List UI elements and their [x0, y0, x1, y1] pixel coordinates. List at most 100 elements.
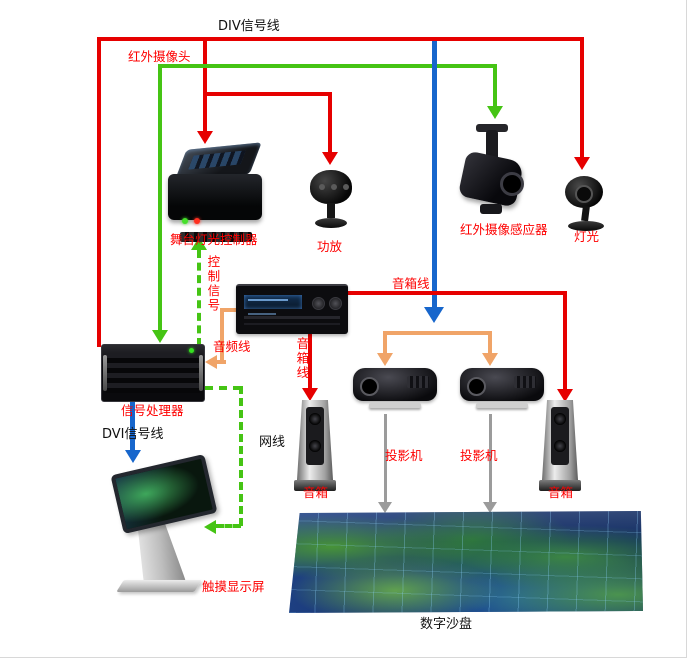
- amplifier-neck: [327, 203, 335, 218]
- device-av-receiver: [236, 284, 348, 334]
- arrow-to-sandbox-left: [378, 502, 392, 513]
- ir-sensor-mount-plate: [476, 124, 508, 132]
- projector-lens: [467, 377, 486, 396]
- light-arm: [581, 205, 590, 222]
- device-projector-right: [458, 364, 546, 414]
- arrow-network-to-touchscreen: [204, 520, 216, 534]
- ir-camera-line-to-sensor: [493, 64, 497, 108]
- signal-line-top: [97, 37, 584, 41]
- arrow-to-left-speaker: [302, 388, 318, 401]
- projector-stand: [476, 403, 528, 408]
- signal-line-to-amplifier: [328, 92, 332, 154]
- receiver-display-line: [248, 313, 276, 315]
- device-digital-sandbox: [289, 511, 643, 613]
- device-amplifier: [306, 168, 356, 234]
- arrow-to-left-projector: [377, 353, 393, 366]
- label-signal-processor: 信号处理器: [121, 403, 184, 418]
- arrow-to-right-speaker: [557, 389, 573, 402]
- receiver-display: [244, 295, 302, 315]
- label-speaker-line-left: 音箱线: [294, 337, 310, 381]
- processor-led: [189, 348, 194, 353]
- receiver-knob: [312, 297, 325, 310]
- device-stage-light-controller: [166, 142, 266, 242]
- label-stage-light-controller: 舞台灯光控制器: [170, 232, 258, 247]
- arrow-to-right-projector: [482, 353, 498, 366]
- kiosk-base: [116, 580, 202, 592]
- ir-sensor-mount-arm: [486, 130, 498, 162]
- label-div-signal-line: DIV信号线: [218, 19, 280, 34]
- receiver-slot: [244, 323, 340, 325]
- label-projector-right: 投影机: [460, 448, 498, 463]
- amplifier-head: [310, 170, 352, 204]
- projector-feed-right: [488, 331, 492, 355]
- label-dvi-signal-line: DVI信号线: [102, 427, 164, 442]
- amplifier-dot: [343, 184, 349, 190]
- projector-lens: [360, 377, 379, 396]
- ir-camera-line-to-processor: [158, 64, 162, 332]
- label-control-line: 控制信号: [205, 255, 221, 313]
- amplifier-base: [315, 218, 347, 228]
- speaker-plinth: [294, 480, 336, 491]
- receiver-slot: [244, 316, 340, 319]
- device-speaker-right: [536, 400, 584, 496]
- network-line-dashed-top: [205, 386, 241, 390]
- label-network-line: 网线: [259, 435, 286, 450]
- label-touch-screen: 触摸显示屏: [202, 579, 265, 594]
- speaker-driver: [309, 440, 321, 452]
- light-base: [568, 221, 604, 231]
- label-digital-sandbox: 数字沙盘: [420, 617, 473, 632]
- amplifier-dot: [319, 184, 325, 190]
- projector-vent: [514, 376, 536, 388]
- signal-line-to-stage-controller: [203, 37, 207, 133]
- receiver-knob: [329, 297, 342, 310]
- label-speaker-right: 音箱: [548, 485, 574, 500]
- label-audio-line: 音频线: [213, 339, 251, 354]
- projection-line-left: [384, 414, 387, 504]
- device-speaker-left: [291, 400, 339, 496]
- arrow-audio-to-processor: [205, 355, 217, 369]
- audio-line-vertical: [220, 308, 224, 364]
- signal-line-to-light: [580, 37, 584, 159]
- speaker-driver: [309, 413, 321, 425]
- amplifier-dot: [331, 184, 337, 190]
- device-ir-sensor: [454, 124, 530, 234]
- label-amplifier: 功放: [317, 239, 343, 254]
- arrow-to-stage-controller: [197, 131, 213, 144]
- div-signal-line-vertical: [432, 41, 437, 309]
- speaker-driver: [554, 440, 566, 452]
- ir-camera-line-top: [158, 64, 497, 68]
- arrow-to-signal-processor: [152, 330, 168, 343]
- processor-front-panel: [106, 353, 200, 393]
- arrow-to-sandbox-right: [483, 502, 497, 513]
- label-light: 灯光: [574, 229, 600, 244]
- arrow-to-amplifier: [322, 152, 338, 165]
- processor-handle-left: [103, 355, 107, 391]
- light-lens: [575, 185, 593, 203]
- kiosk-screen: [110, 453, 218, 535]
- processor-handle-right: [199, 355, 203, 391]
- label-speaker-line-top: 音箱线: [392, 276, 430, 291]
- stage-controller-body: [168, 174, 262, 242]
- kiosk-screen-content: [115, 458, 213, 530]
- projector-stand: [369, 403, 421, 408]
- device-signal-processor: [101, 344, 205, 402]
- speaker-line-horizontal: [348, 291, 567, 295]
- sandbox-map-sheen: [289, 511, 643, 613]
- label-speaker-left: 音箱: [303, 485, 329, 500]
- arrow-dvi-to-touchscreen: [125, 450, 141, 463]
- sandbox-map-grid: [289, 511, 643, 613]
- label-ir-sensor: 红外摄像感应器: [460, 222, 548, 237]
- label-ir-camera: 红外摄像头: [128, 49, 191, 64]
- signal-line-branch: [205, 92, 332, 96]
- receiver-display-line: [248, 299, 288, 301]
- label-projector-left: 投影机: [385, 448, 423, 463]
- control-line-dashed: [197, 250, 201, 346]
- audio-line-bottom-segment: [217, 360, 226, 364]
- network-line-dashed-vertical: [239, 386, 243, 526]
- ir-sensor-lens: [500, 172, 524, 196]
- projector-feed-left: [383, 331, 387, 355]
- device-touch-screen-kiosk: [104, 453, 218, 600]
- arrow-div-signal-down: [424, 307, 444, 323]
- stage-controller-vent: [180, 232, 252, 242]
- projector-vent: [407, 376, 429, 388]
